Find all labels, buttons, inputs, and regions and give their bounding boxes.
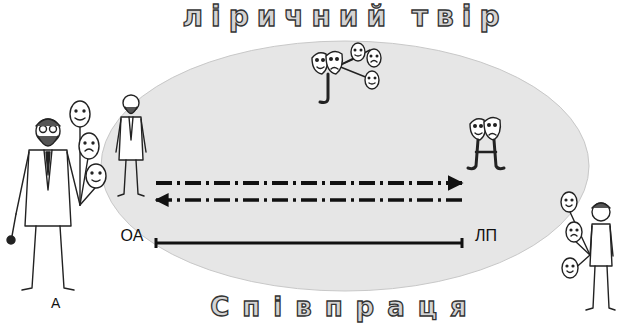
dash-dot-arrow [156,198,462,202]
mask-symbol-balloons [312,43,381,103]
author-figure [7,101,106,290]
lyric-persona-node: ЛП [462,172,510,250]
dash-dot-arrow [156,181,462,185]
reader-figure [561,192,615,310]
work-title: ліричний твір [170,0,520,34]
ellipse-outline [100,40,590,292]
mask-symbol [468,117,504,168]
relation-line [156,238,462,248]
author-image-figure [116,95,146,196]
ellipse-shape [101,41,589,291]
role-label: ЛП [462,226,510,246]
cooperation-caption: Співпраця [170,293,520,321]
role-label: ОА [108,226,156,246]
work-ellipse: ліричний твірСпівпрацяОАЛП [100,40,590,292]
author-letter: А [51,295,60,311]
author-image-node: ОА [108,172,156,250]
